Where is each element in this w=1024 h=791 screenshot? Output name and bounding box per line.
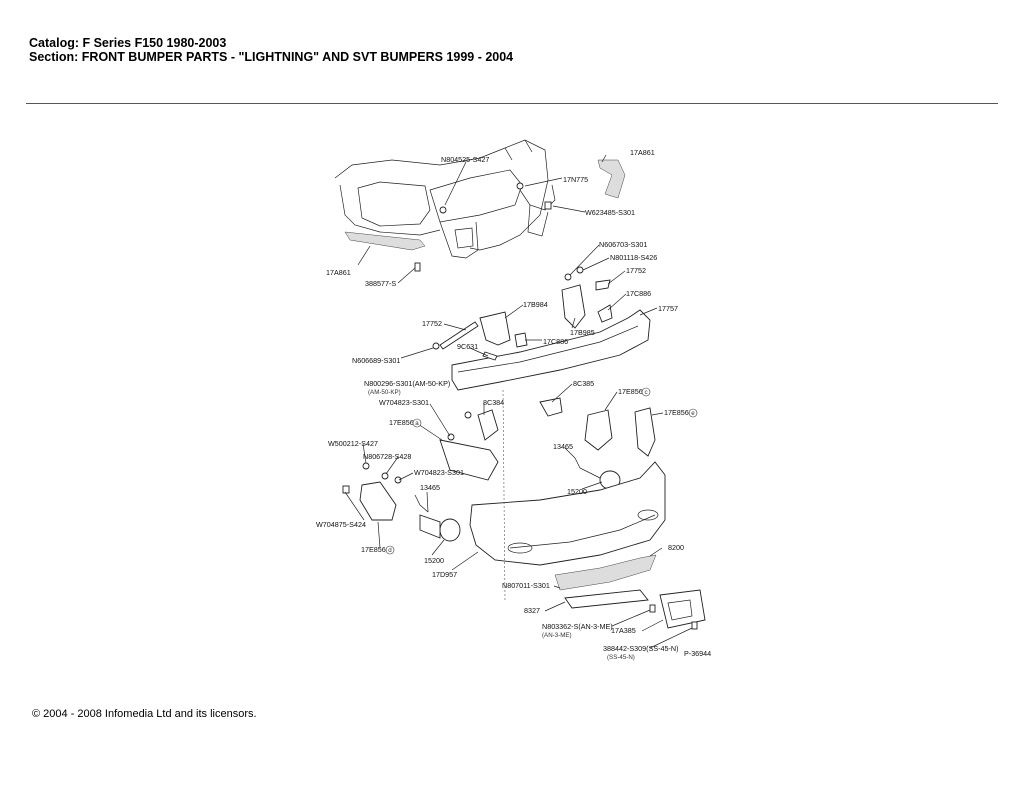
label-w704823-s301-lower: W704823-S301 (414, 468, 464, 477)
label-13465-right: 13465 (553, 442, 573, 451)
bracket-17e856-left (359, 481, 397, 521)
license-plate-bracket-8327 (564, 589, 649, 609)
leader-lines (344, 154, 693, 649)
label-17e856-a: 17E856 (389, 418, 414, 427)
label-17a861-lower: 17A861 (326, 268, 351, 277)
label-17752-left: 17752 (422, 319, 442, 328)
ref-circle-e: e (691, 410, 695, 417)
label-17e856-f: 17E856 (361, 545, 386, 554)
catalog-title: Catalog: F Series F150 1980-2003 (29, 36, 227, 50)
label-w623485-s301: W623485-S301 (585, 208, 635, 217)
fastener-17n775 (516, 182, 524, 190)
label-n800296-s301: N800296-S301(AM-50-KP) (364, 379, 450, 388)
fastener-w623485 (544, 201, 552, 210)
label-17b984: 17B984 (523, 300, 548, 309)
label-17b985: 17B985 (570, 328, 595, 337)
header-divider (26, 103, 998, 104)
right-bracket-cluster (561, 266, 613, 329)
corner-trim-right (597, 159, 626, 199)
label-17a385: 17A385 (611, 626, 636, 635)
lower-valance-left (344, 231, 426, 251)
label-17752-right: 17752 (626, 266, 646, 275)
reference-circles: c a d e (385, 387, 698, 555)
label-8327: 8327 (524, 606, 540, 615)
label-8c385: 8C385 (573, 379, 594, 388)
label-w704875-s424: W704875-S424 (316, 520, 366, 529)
page-header: Catalog: F Series F150 1980-2003 Section… (29, 36, 513, 64)
label-15200-right: 15200 (567, 487, 587, 496)
label-17n775: 17N775 (563, 175, 588, 184)
bracket-8c384 (477, 409, 499, 441)
ref-circle-a: a (415, 420, 419, 427)
section-title: Section: FRONT BUMPER PARTS - "LIGHTNING… (29, 50, 514, 64)
label-n804525-s427: N804525-S427 (441, 155, 489, 164)
label-figure-number: P-36944 (684, 649, 711, 658)
label-w704823-s301-upper: W704823-S301 (379, 398, 429, 407)
label-15200-left: 15200 (424, 556, 444, 565)
label-n806728-s428: N806728-S428 (363, 452, 411, 461)
grille-8200 (554, 554, 657, 591)
label-13465-left: 13465 (420, 483, 440, 492)
label-8c384: 8C384 (483, 398, 504, 407)
label-388442-s309: 388442-S309(SS-45-N) (603, 644, 679, 653)
label-n606703-s301: N606703-S301 (599, 240, 647, 249)
label-388577-s: 388577-S (365, 279, 396, 288)
label-17e856-e: 17E856 (664, 408, 689, 417)
label-w500212-s427: W500212-S427 (328, 439, 378, 448)
ref-circle-d: d (388, 547, 392, 554)
bracket-17e856-right (634, 407, 656, 457)
label-17a861-upper: 17A861 (630, 148, 655, 157)
vehicle-front-outline (334, 139, 556, 259)
label-17c886-right: 17C886 (626, 289, 651, 298)
ref-circle-c: c (644, 389, 647, 396)
label-17e856-c: 17E856 (618, 387, 643, 396)
fastener-n804525 (439, 206, 447, 214)
fastener-388577 (414, 262, 421, 272)
label-n801118-s426: N801118-S426 (610, 253, 657, 262)
label-n606689-s301: N606689-S301 (352, 356, 400, 365)
bracket-17e856-center (584, 409, 613, 451)
rod-17752-left (439, 321, 479, 350)
fog-lamp-left-15200 (439, 518, 461, 542)
label-an-3-me: (AN-3-ME) (542, 632, 572, 639)
copyright-footer: © 2004 - 2008 Infomedia Ltd and its lice… (32, 708, 257, 720)
fog-bracket-left (439, 439, 499, 481)
bracket-17b984 (479, 311, 511, 346)
label-n807011-s301: N807011-S301 (502, 581, 550, 590)
bracket-8c385 (539, 397, 563, 417)
upper-bumper-17757 (451, 309, 651, 391)
label-n803362-s: N803362-S(AN-3-ME) (542, 622, 613, 631)
label-17c886-left: 17C886 (543, 337, 568, 346)
label-8200: 8200 (668, 543, 684, 552)
label-am-50-kp: (AM-50-KP) (368, 389, 401, 396)
label-9c631: 9C631 (457, 342, 478, 351)
label-17757: 17757 (658, 304, 678, 313)
lower-bumper-cover-17d957 (469, 461, 666, 566)
bracket-17a385 (659, 589, 706, 629)
label-17d957: 17D957 (432, 570, 457, 579)
label-ss-45-n: (SS-45-N) (607, 654, 635, 661)
